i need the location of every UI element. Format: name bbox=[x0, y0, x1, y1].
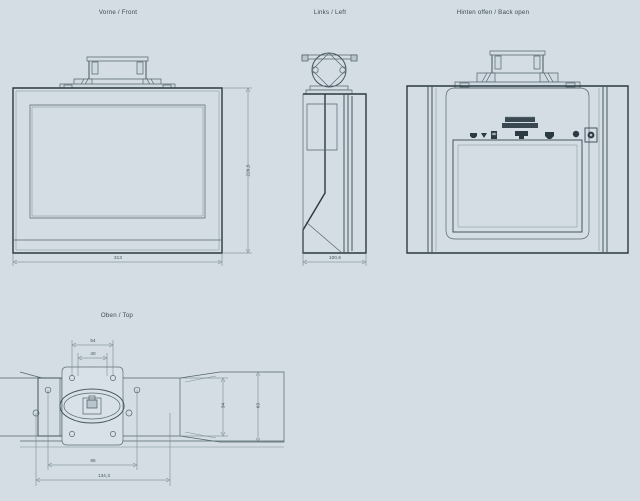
top-inner-depth-dim: 34 bbox=[220, 402, 226, 409]
top-overall-width-dim: 134,3 bbox=[98, 473, 110, 478]
view-back-open: Hinten offen / Back open bbox=[400, 0, 640, 275]
left-depth-dim: 100,6 bbox=[329, 255, 341, 260]
top-inner-bolt-dim: 54 bbox=[90, 338, 96, 343]
connector-row bbox=[470, 127, 598, 143]
top-aperture-dim: 40 bbox=[90, 351, 96, 356]
view-top: Oben / Top bbox=[0, 310, 300, 501]
view-front-title: Vorne / Front bbox=[98, 9, 138, 16]
view-front: Vorne / Front 226,5 313 bbox=[0, 0, 280, 275]
top-overall-depth-dim: 63 bbox=[255, 402, 261, 409]
view-top-title: Oben / Top bbox=[100, 312, 134, 319]
front-width-dim: 313 bbox=[114, 255, 122, 260]
front-height-dim: 226,5 bbox=[245, 164, 251, 177]
top-outer-bolt-dim: 95 bbox=[90, 458, 96, 463]
front-drawing bbox=[12, 56, 252, 266]
view-left-title: Links / Left bbox=[313, 9, 347, 16]
top-drawing bbox=[0, 340, 285, 486]
left-drawing bbox=[301, 52, 367, 266]
view-back-open-title: Hinten offen / Back open bbox=[456, 9, 530, 16]
rating-plate bbox=[502, 116, 538, 128]
back-open-drawing bbox=[406, 50, 629, 254]
view-left: Links / Left 100,6 bbox=[285, 0, 395, 275]
